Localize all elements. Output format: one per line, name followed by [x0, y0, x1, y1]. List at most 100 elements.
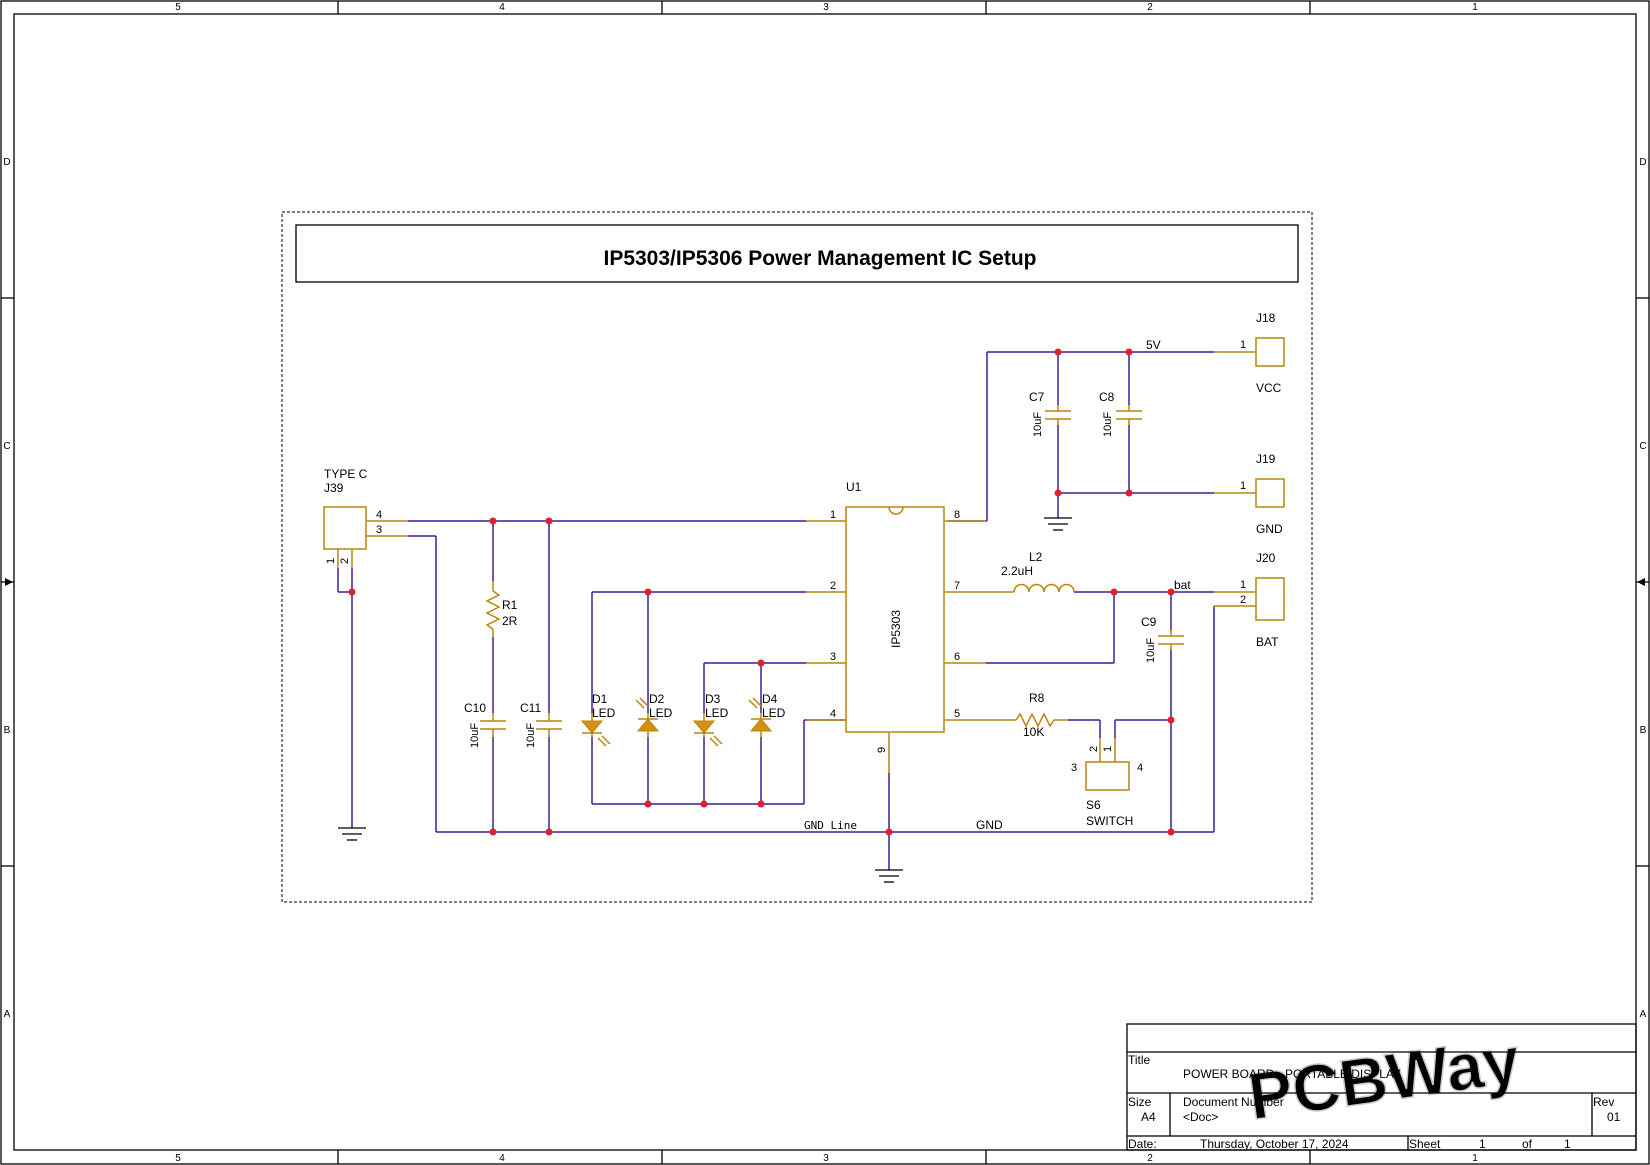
component-graphics	[323, 337, 1285, 791]
border-col-3-bottom: 3	[823, 1153, 829, 1164]
j18-connector[interactable]	[1214, 337, 1285, 367]
net-gnd-line-label: GND Line	[804, 819, 857, 832]
l2-ref: L2	[1029, 550, 1043, 564]
j19-pin-1: 1	[1240, 480, 1246, 492]
sheet-number: 1	[1479, 1137, 1486, 1151]
junction-dots	[348, 348, 1175, 836]
docnum-value: <Doc>	[1183, 1110, 1218, 1124]
c10-value: 10uF	[469, 723, 481, 748]
ground-icon	[338, 827, 366, 841]
j39-body[interactable]	[323, 506, 367, 550]
j19-ref: J19	[1256, 452, 1276, 466]
r1-resistor[interactable]	[485, 581, 501, 637]
sheet-label: Sheet	[1409, 1137, 1441, 1151]
ground-symbols	[338, 517, 1072, 883]
d3-led[interactable]	[692, 713, 723, 747]
j39-type-label: TYPE C	[324, 467, 368, 481]
s6-pin-3: 3	[1071, 762, 1077, 774]
d2-value: LED	[649, 706, 673, 720]
border-row-d: D	[3, 157, 10, 168]
u1-pin-6: 6	[954, 651, 960, 663]
j18-ref: J18	[1256, 311, 1276, 325]
border-row-c-right: C	[1639, 441, 1646, 452]
border-col-4: 4	[499, 2, 505, 13]
u1-pin-2: 2	[830, 580, 836, 592]
border-col-1-bottom: 1	[1472, 1153, 1478, 1164]
r8-ref: R8	[1029, 691, 1045, 705]
c11-value: 10uF	[525, 723, 537, 748]
u1-pin-9: 9	[876, 747, 888, 753]
s6-ref: S6	[1086, 798, 1101, 812]
docnum-label: Document Number	[1183, 1095, 1284, 1109]
c11-ref: C11	[520, 701, 541, 715]
schematic-frame	[281, 211, 1313, 903]
net-bat-label: bat	[1174, 578, 1191, 592]
r8-resistor[interactable]	[986, 712, 1068, 728]
sheet-total: 1	[1564, 1137, 1571, 1151]
l2-inductor[interactable]	[986, 583, 1075, 593]
u1-pin-8: 8	[954, 509, 960, 521]
c7-ref: C7	[1029, 390, 1045, 404]
u1-pin-5: 5	[954, 708, 960, 720]
l2-value: 2.2uH	[1001, 564, 1033, 578]
c8-value: 10uF	[1102, 412, 1114, 437]
title-value: POWER BOARD - PORTABLE DISPLAY	[1183, 1067, 1401, 1081]
j20-ref: J20	[1256, 551, 1276, 565]
ground-icon	[875, 869, 903, 883]
r1-value: 2R	[502, 614, 518, 628]
border-col-2-bottom: 2	[1147, 1153, 1153, 1164]
border-col-3: 3	[823, 2, 829, 13]
d4-ref: D4	[762, 692, 778, 706]
c7-capacitor[interactable]	[1045, 405, 1071, 425]
border-col-1: 1	[1472, 2, 1478, 13]
s6-switch[interactable]	[1085, 738, 1130, 791]
border-col-5-bottom: 5	[175, 1153, 181, 1164]
d3-value: LED	[705, 706, 729, 720]
of-label: of	[1522, 1137, 1533, 1151]
u1-part: IP5303	[889, 610, 903, 648]
border-row-d-right: D	[1639, 157, 1646, 168]
j20-connector[interactable]	[1214, 577, 1285, 621]
border-row-b-right: B	[1640, 725, 1647, 736]
border-row-b: B	[4, 725, 11, 736]
u1-pin-7: 7	[954, 580, 960, 592]
date-value: Thursday, October 17, 2024	[1200, 1137, 1349, 1151]
border-row-a: A	[4, 1009, 11, 1020]
ground-icon	[1044, 517, 1072, 531]
r8-value: 10K	[1023, 725, 1044, 739]
s6-pin-2: 2	[1088, 746, 1100, 752]
rev-label: Rev	[1593, 1095, 1614, 1109]
r1-ref: R1	[502, 598, 518, 612]
c10-capacitor[interactable]	[480, 713, 506, 737]
border-row-a-right: A	[1640, 1009, 1647, 1020]
size-label: Size	[1128, 1095, 1152, 1109]
j19-connector[interactable]	[1214, 478, 1285, 508]
u1-body[interactable]	[845, 506, 945, 733]
c9-capacitor[interactable]	[1158, 630, 1184, 650]
d1-led[interactable]	[580, 713, 611, 747]
wires	[337, 351, 1215, 870]
border-col-4-bottom: 4	[499, 1153, 505, 1164]
s6-value: SWITCH	[1086, 814, 1133, 828]
title-block: PCBWay Title POWER BOARD - PORTABLE DISP…	[1126, 1021, 1637, 1151]
d2-led[interactable]	[635, 697, 660, 737]
d1-value: LED	[592, 706, 616, 720]
d2-ref: D2	[649, 692, 665, 706]
j19-label: GND	[1256, 522, 1283, 536]
u1-pin-3: 3	[830, 651, 836, 663]
border-col-5: 5	[175, 2, 181, 13]
u1-pin-1: 1	[830, 509, 836, 521]
u1-pin-4: 4	[830, 708, 836, 720]
c7-value: 10uF	[1032, 412, 1044, 437]
d4-led[interactable]	[748, 697, 773, 737]
size-value: A4	[1141, 1110, 1156, 1124]
j39-pin-2: 2	[339, 558, 351, 564]
title-box	[295, 224, 1299, 283]
j39-pin-1: 1	[325, 558, 337, 564]
u1-ref: U1	[846, 480, 862, 494]
c11-capacitor[interactable]	[536, 713, 562, 737]
c9-value: 10uF	[1145, 638, 1157, 663]
c8-capacitor[interactable]	[1116, 405, 1142, 425]
